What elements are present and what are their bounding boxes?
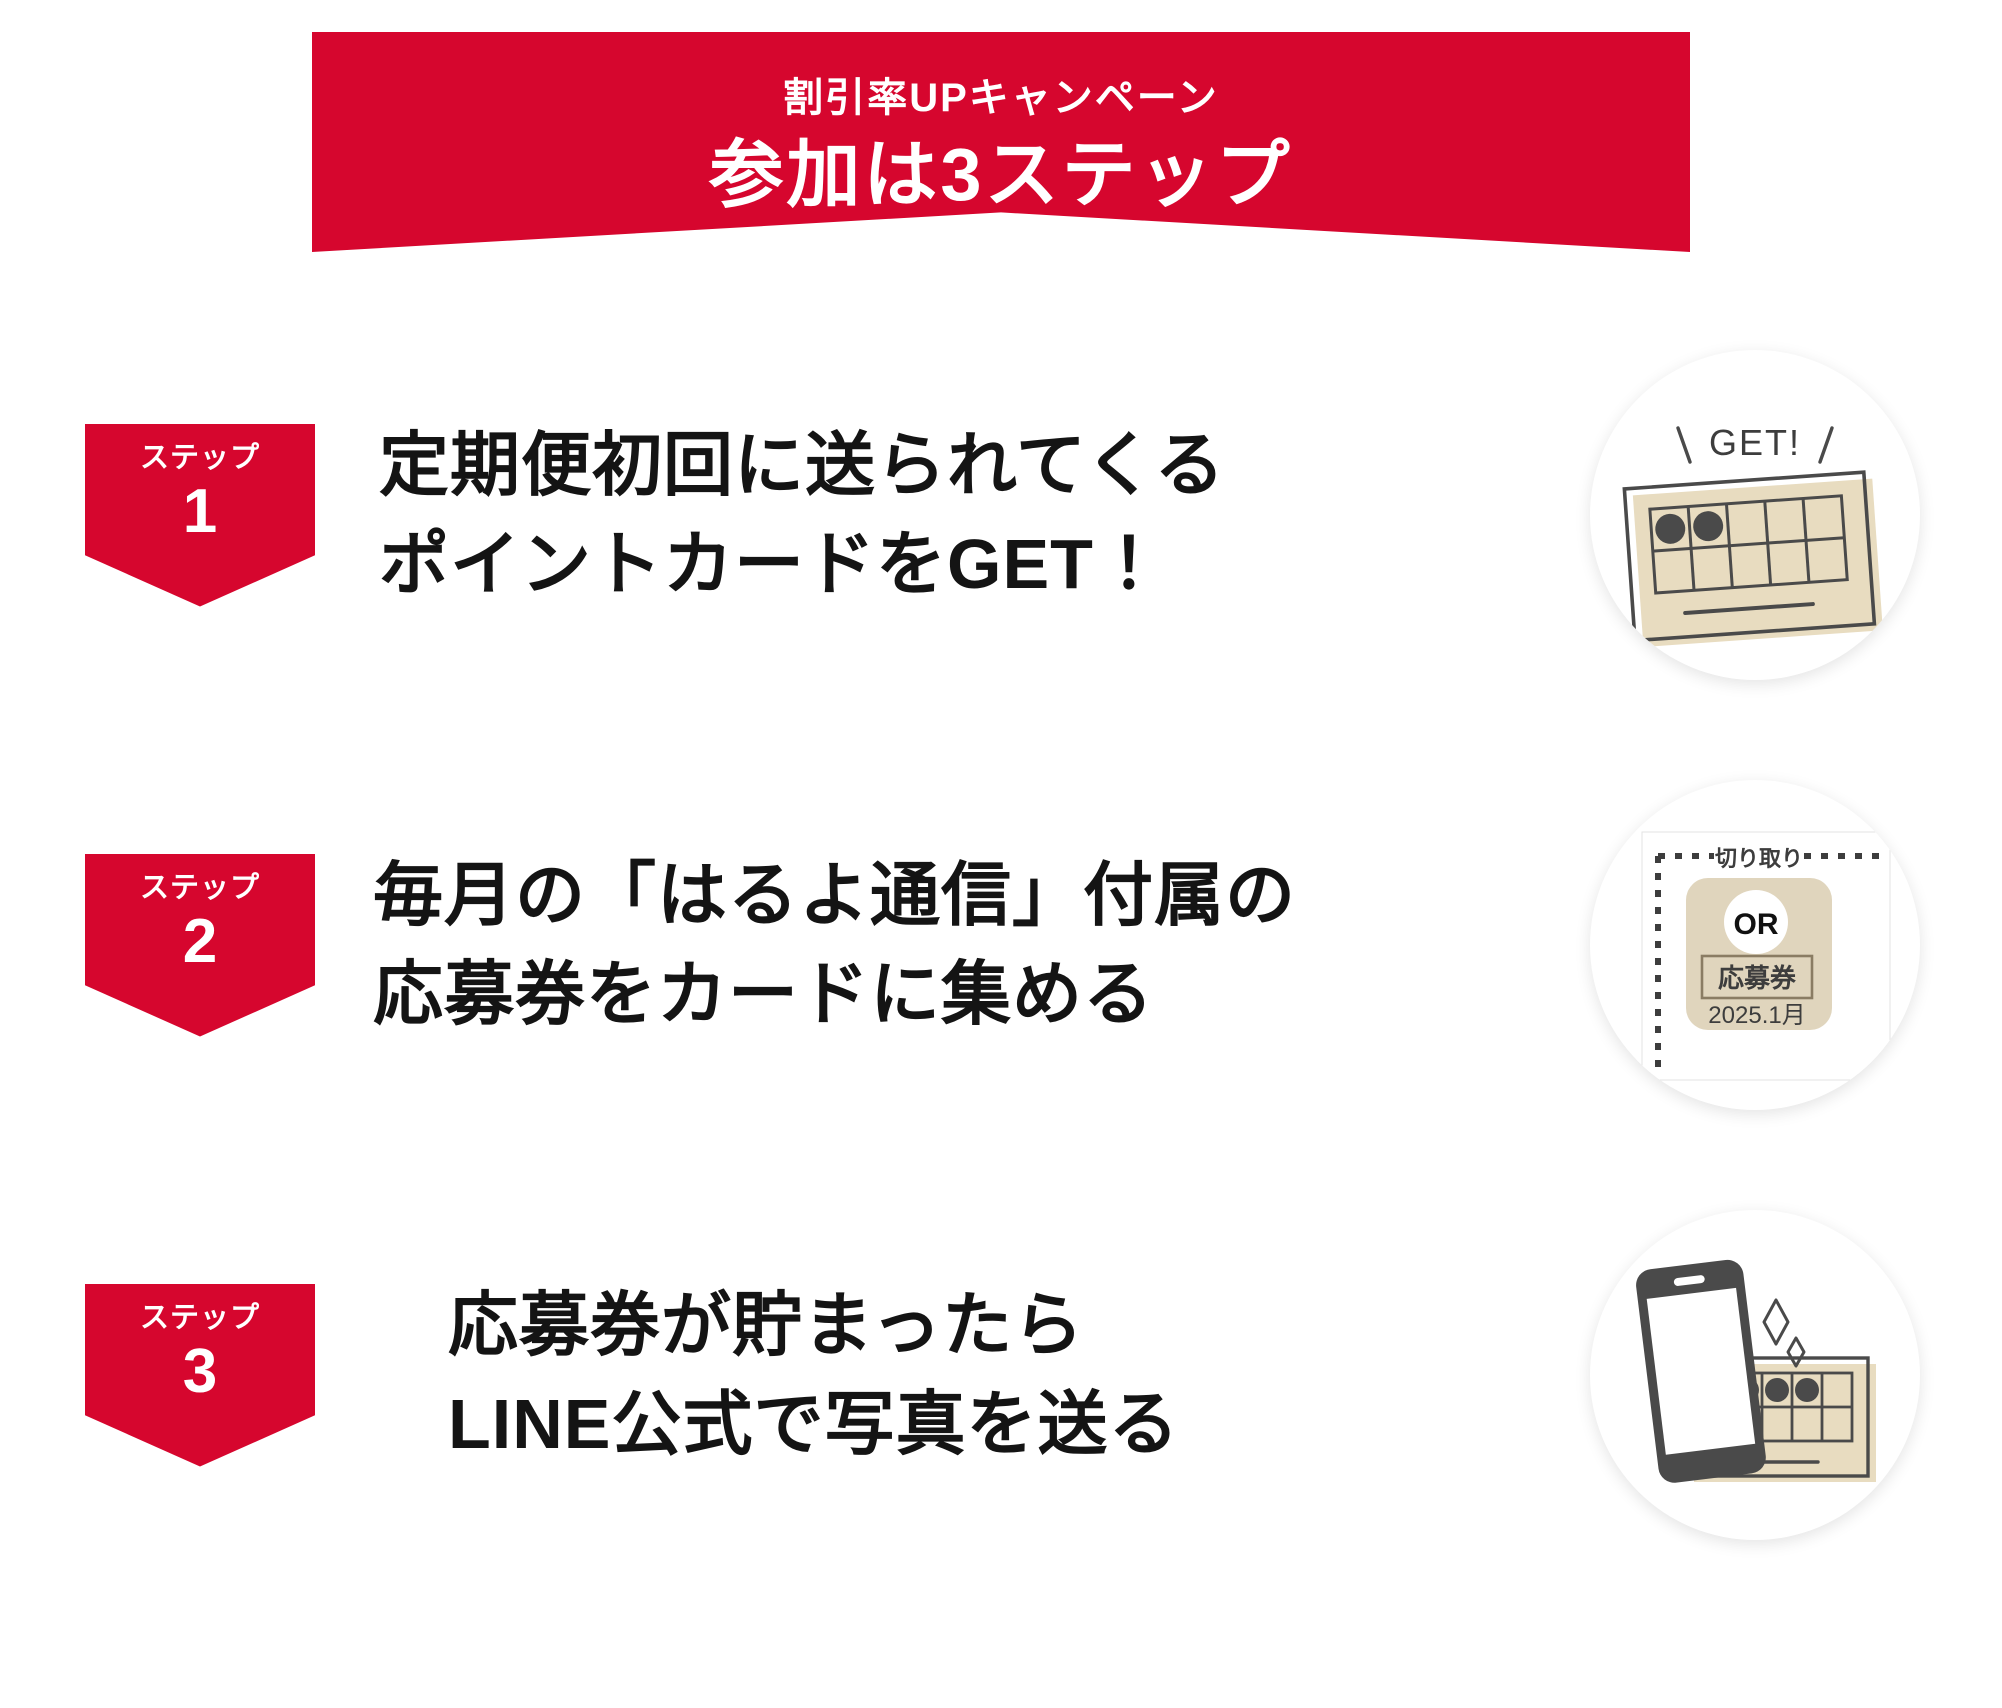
svg-text:GET!: GET!: [1709, 422, 1801, 463]
cut-dashed-line: [1655, 853, 1882, 1070]
step-description-2: 毎月の「はるよ通信」付属の 応募券をカードに集める: [373, 846, 1413, 1045]
step-text-line: LINE公式で写真を送る: [448, 1385, 1180, 1463]
step-text-line: 応募券が貯まったら: [448, 1285, 1085, 1364]
get-caption-group: GET!: [1676, 422, 1834, 464]
stamp-filled: [1765, 1378, 1789, 1402]
step-description-3: 応募券が貯まったら LINE公式で写真を送る: [373, 1276, 1488, 1475]
step-badge-1: ステップ 1: [85, 423, 315, 607]
cut-label: 切り取り: [1715, 846, 1803, 871]
or-circle: [1724, 890, 1788, 954]
step-badge-number: 2: [182, 906, 218, 976]
or-label: OR: [1734, 908, 1779, 941]
phone-photo-card-illustration: [1590, 1210, 1920, 1540]
ticket-label: 応募券: [1718, 963, 1796, 993]
banner-subtitle: 割引率UPキャンペーン: [783, 76, 1219, 120]
coupon-ticket-illustration: 切り取り OR 応募券 2025.1月: [1590, 780, 1920, 1110]
step-text-line: 毎月の「はるよ通信」付属の: [373, 855, 1296, 934]
step-row: ステップ 2 毎月の「はるよ通信」付属の 応募券をカードに集める 切り取り: [0, 730, 2002, 1160]
sparkle-icon: [1762, 1298, 1806, 1368]
ticket-date: 2025.1月: [1708, 1002, 1805, 1029]
step-text-line: ポイントカードをGET！: [379, 525, 1165, 603]
step-badge-label: ステップ: [139, 441, 260, 474]
stamp-filled: [1693, 511, 1724, 542]
stamp-filled: [1795, 1378, 1819, 1402]
step-text-line: 応募券をカードに集める: [373, 955, 1154, 1033]
step-description-1: 定期便初回に送られてくる ポイントカードをGET！: [373, 416, 1419, 615]
smartphone-icon: [1636, 1259, 1766, 1483]
step-badge-number: 1: [182, 476, 218, 546]
ticket-body: [1686, 878, 1832, 1030]
stamp-filled: [1655, 513, 1686, 544]
ticket-label-box: [1700, 954, 1814, 1000]
step-badge-label: ステップ: [139, 1301, 260, 1334]
step-badge-2: ステップ 2: [85, 853, 315, 1037]
point-card-shape: [1622, 470, 1883, 647]
banner-title: 参加は3ステップ: [709, 133, 1293, 216]
steps-list: ステップ 1 定期便初回に送られてくる ポイントカードをGET！ GET!: [0, 300, 2002, 1590]
step-row: ステップ 3 応募券が貯まったら LINE公式で写真を送る: [0, 1160, 2002, 1590]
campaign-banner: 割引率UPキャンペーン 参加は3ステップ: [312, 32, 1690, 252]
header-banner-area: 割引率UPキャンペーン 参加は3ステップ: [0, 0, 2002, 300]
step-row: ステップ 1 定期便初回に送られてくる ポイントカードをGET！ GET!: [0, 300, 2002, 730]
step-badge-number: 3: [182, 1336, 218, 1406]
step-badge-3: ステップ 3: [85, 1283, 315, 1467]
point-card-get-illustration: GET!: [1590, 350, 1920, 680]
step-badge-label: ステップ: [139, 871, 260, 904]
step-text-line: 定期便初回に送られてくる: [379, 425, 1226, 504]
